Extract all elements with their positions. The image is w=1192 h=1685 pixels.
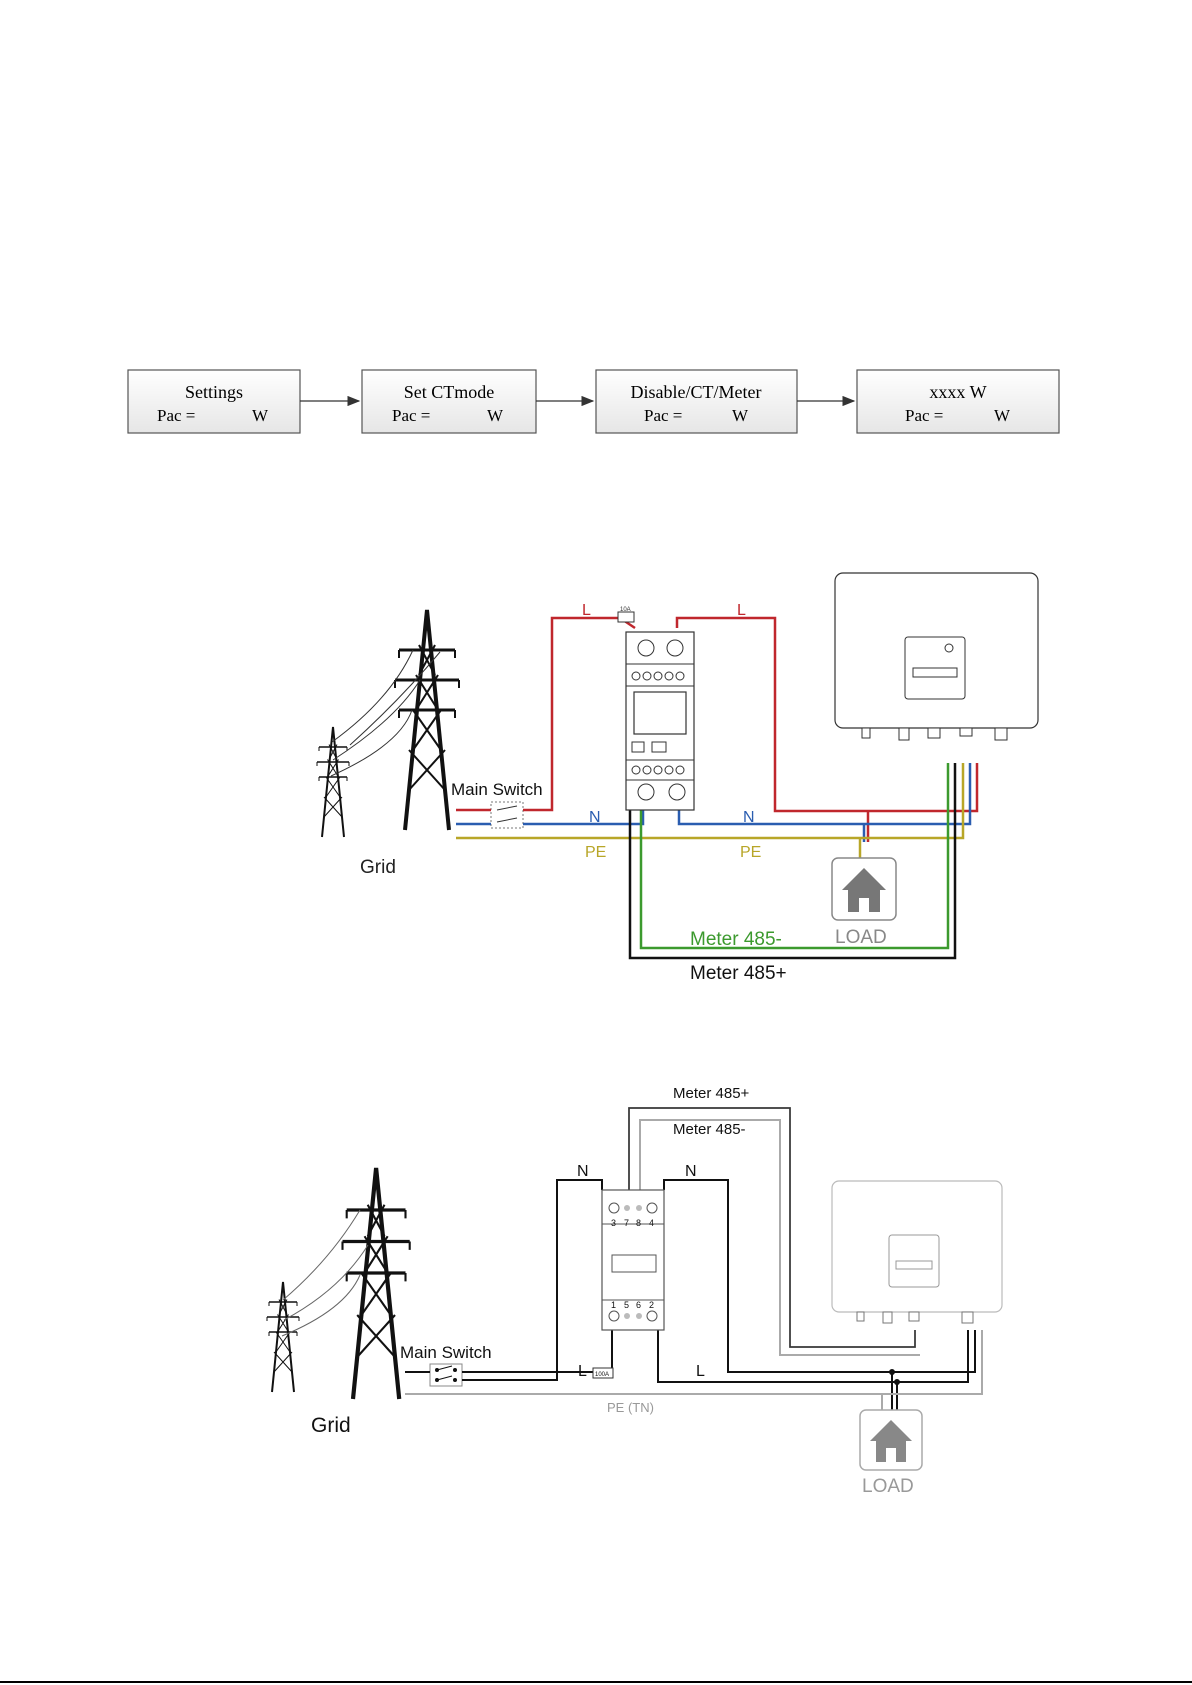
flow-box-title: xxxx W: [929, 382, 986, 402]
terminal-label: 6: [636, 1300, 641, 1310]
grid-pylon-large-icon: [395, 610, 459, 830]
terminal-label: 1: [611, 1300, 616, 1310]
junction-dot: [889, 1369, 895, 1375]
power-cables: [331, 650, 440, 776]
page-footer-rule: [0, 1681, 1192, 1683]
wire-label-L: L: [737, 602, 746, 619]
wiring-diagram-color: Grid Main Switch: [317, 573, 1038, 984]
flow-box-value-label: Pac =: [157, 406, 195, 425]
fuse-label: 10A: [620, 607, 631, 613]
flow-box-power-value: xxxx W Pac = W: [857, 370, 1059, 433]
flow-box-set-ctmode: Set CTmode Pac = W: [362, 370, 536, 433]
load-house-icon: [832, 858, 896, 920]
load-label: LOAD: [862, 1476, 914, 1497]
main-switch-label: Main Switch: [451, 780, 543, 799]
flow-box-unit: W: [994, 406, 1011, 425]
flow-box-unit: W: [487, 406, 504, 425]
load-label: LOAD: [835, 927, 887, 948]
meter-485-plus-label: Meter 485+: [673, 1085, 750, 1102]
flow-box-unit: W: [252, 406, 269, 425]
inverter-icon: [832, 1181, 1002, 1323]
flow-box-disable-ct-meter: Disable/CT/Meter Pac = W: [596, 370, 797, 433]
inverter-icon: [835, 573, 1038, 740]
flow-box-title: Set CTmode: [404, 382, 495, 402]
terminal-label: 5: [624, 1300, 629, 1310]
fuse-label: 100A: [595, 1372, 609, 1378]
wire-label-L: L: [696, 1363, 705, 1380]
wire-neutral-N: [456, 763, 970, 842]
terminal-label: 7: [624, 1218, 629, 1228]
grid-pylon-small-icon: [317, 727, 349, 837]
wire-label-L: L: [582, 602, 591, 619]
flow-box-title: Settings: [185, 382, 243, 402]
meter-485-minus-label: Meter 485-: [673, 1121, 746, 1138]
load-house-icon: [860, 1410, 922, 1470]
wiring-diagram-grey: Grid Main Switch: [267, 1085, 1002, 1497]
flow-box-value-label: Pac =: [392, 406, 430, 425]
main-switch-icon: [430, 1364, 462, 1386]
flow-box-settings: Settings Pac = W: [128, 370, 300, 433]
flow-box-value-label: Pac =: [644, 406, 682, 425]
flow-box-unit: W: [732, 406, 749, 425]
wire-label-N: N: [685, 1163, 697, 1180]
wire-label-N: N: [743, 809, 755, 826]
wire-label-PE: PE (TN): [607, 1400, 654, 1415]
flow-box-title: Disable/CT/Meter: [631, 382, 762, 402]
terminal-label: 8: [636, 1218, 641, 1228]
wire-label-N: N: [589, 809, 601, 826]
meter-485-minus-label: Meter 485-: [690, 929, 782, 950]
grid-pylon-small-icon: [267, 1282, 299, 1392]
wire-label-L: L: [578, 1363, 587, 1380]
wire-label-PE: PE: [740, 844, 761, 861]
grid-label: Grid: [360, 857, 396, 878]
energy-meter-icon: [626, 632, 694, 810]
fuse-icon: [618, 612, 634, 622]
wire-label-N: N: [577, 1163, 589, 1180]
terminal-label: 3: [611, 1218, 616, 1228]
meter-485-plus-label: Meter 485+: [690, 963, 787, 984]
settings-flow: Settings Pac = W Set CTmode Pac = W Disa…: [128, 370, 1059, 433]
flow-box-value-label: Pac =: [905, 406, 943, 425]
wire-label-PE: PE: [585, 844, 606, 861]
main-switch-label: Main Switch: [400, 1343, 492, 1362]
grid-label: Grid: [311, 1414, 351, 1437]
terminal-label: 4: [649, 1218, 654, 1228]
grid-pylon-large-icon: [343, 1168, 410, 1399]
main-switch-icon: [491, 802, 523, 828]
junction-dot: [894, 1379, 900, 1385]
terminal-label: 2: [649, 1300, 654, 1310]
